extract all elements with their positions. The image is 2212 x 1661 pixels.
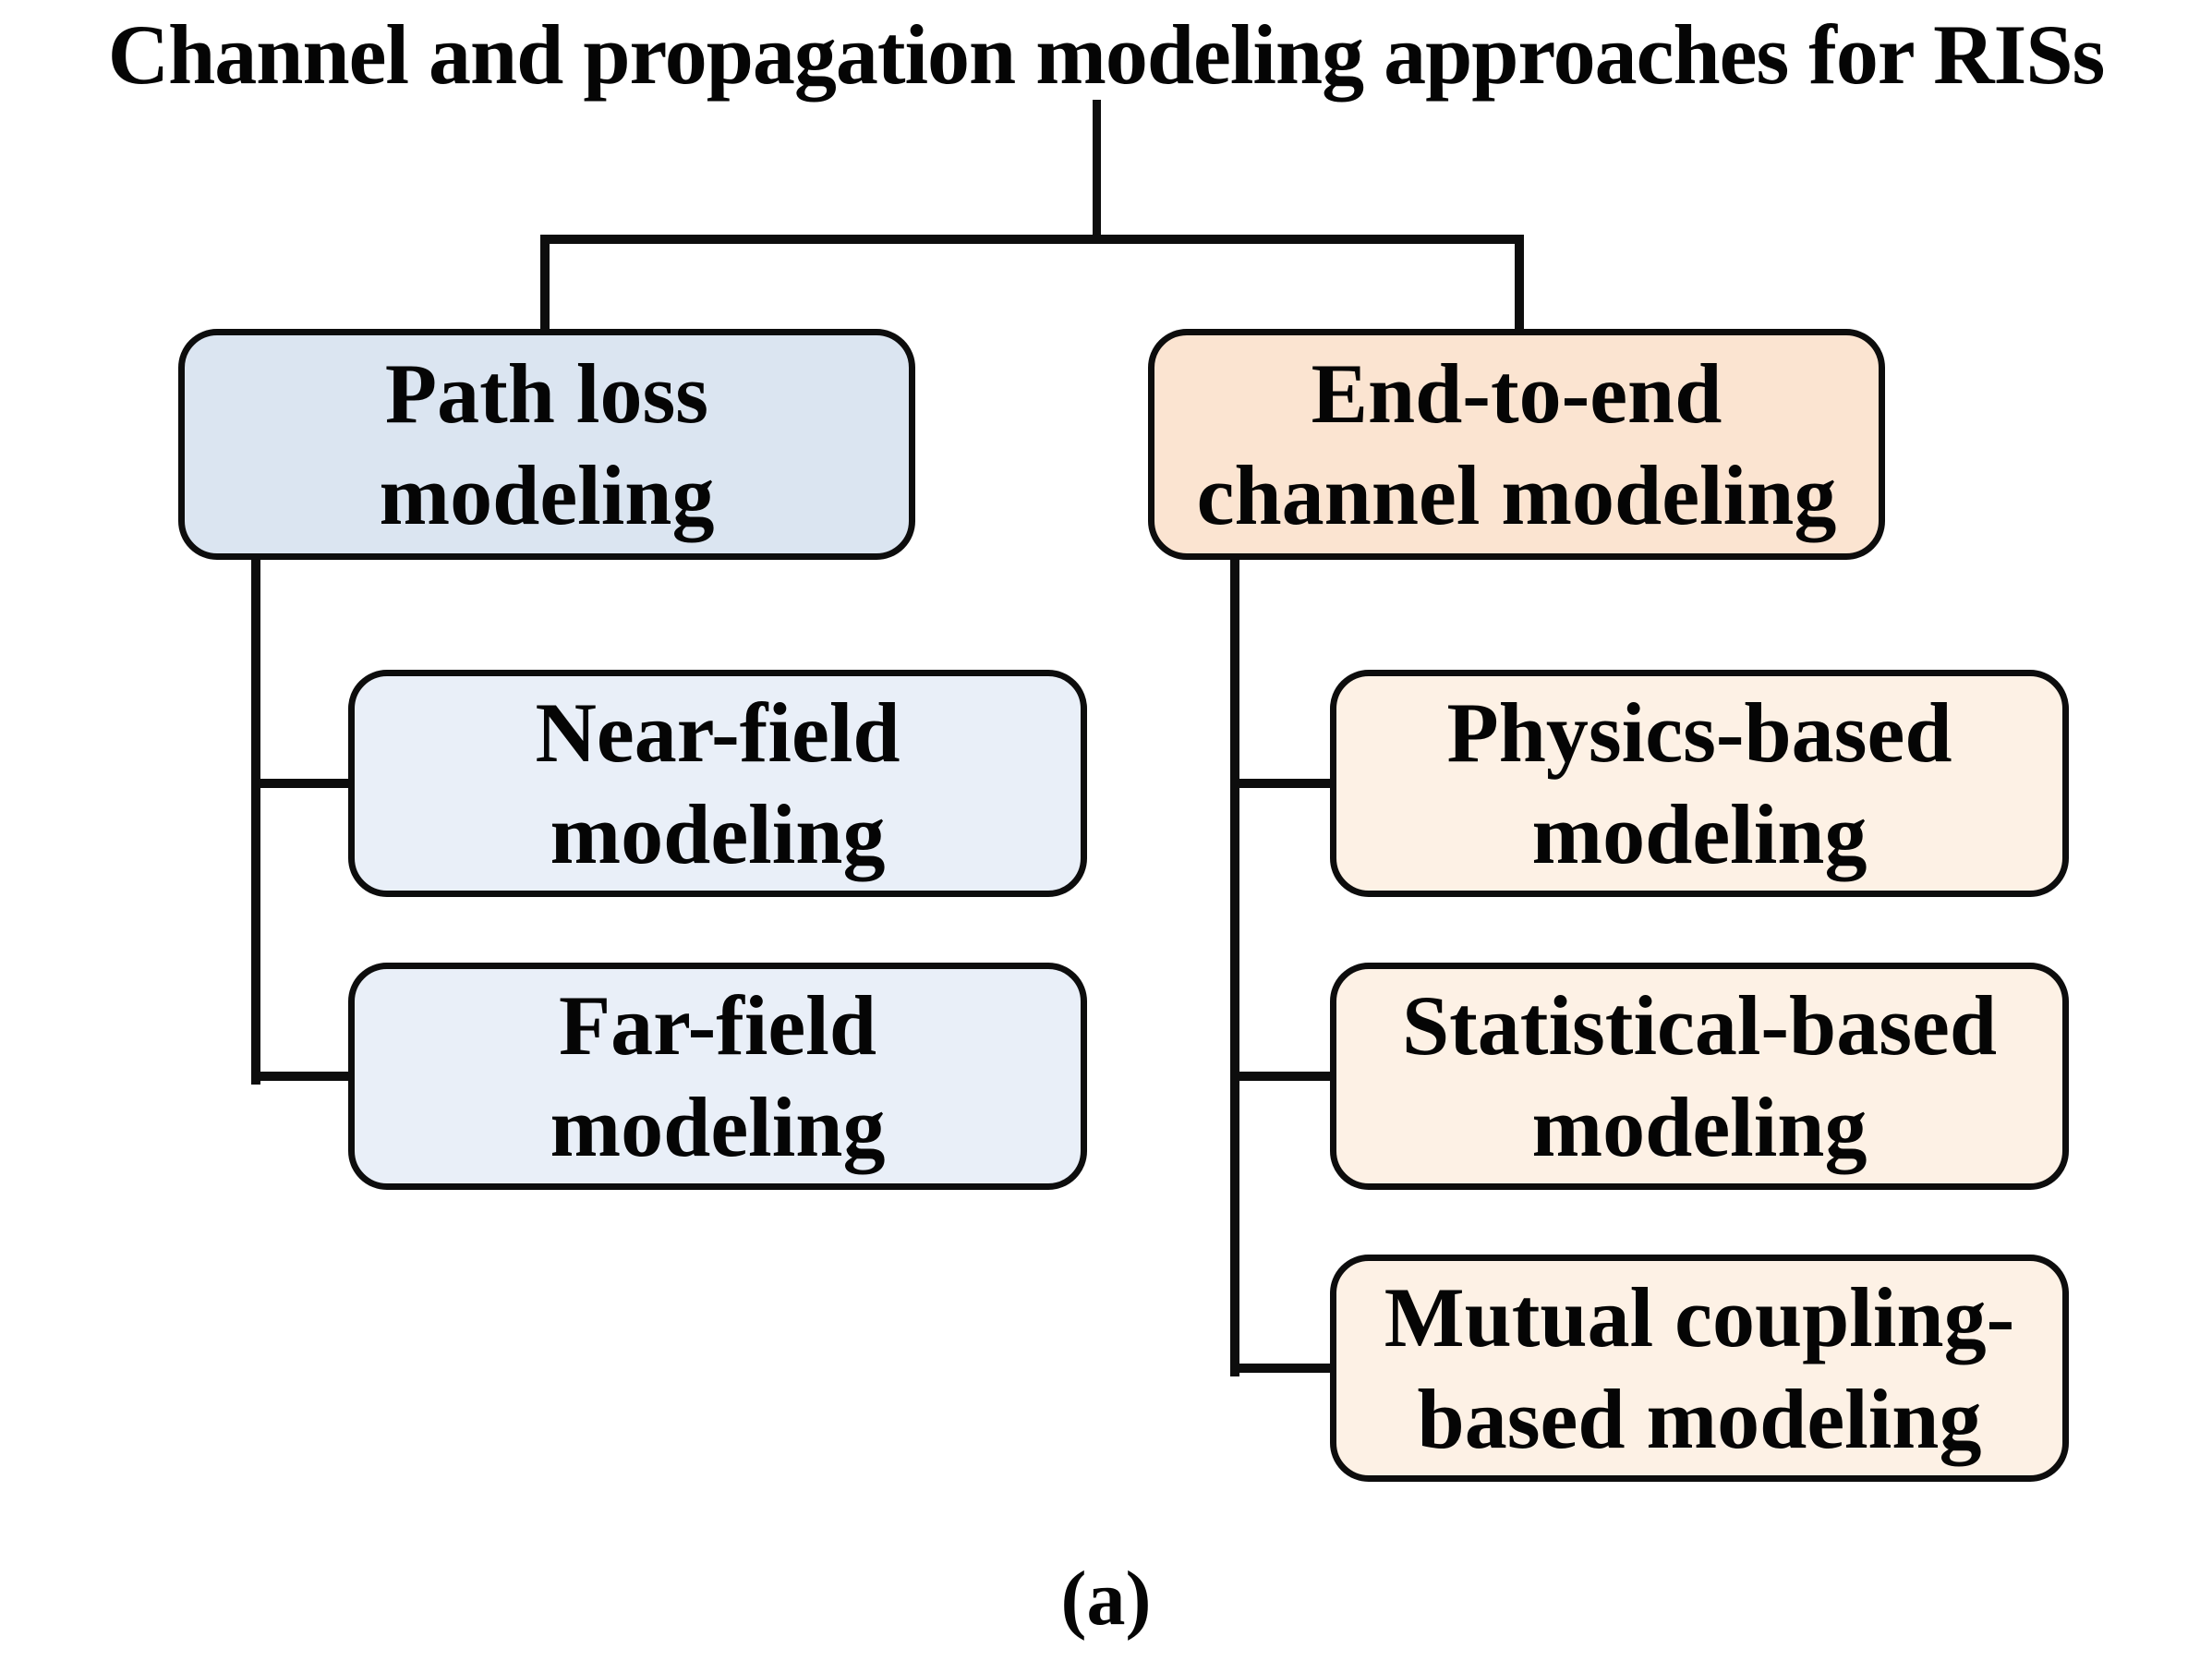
node-physics-based-modeling: Physics-based modeling: [1330, 670, 2069, 897]
connector-stub-physics: [1230, 779, 1336, 788]
node-mutual-coupling-based-modeling: Mutual coupling- based modeling: [1330, 1255, 2069, 1482]
node-label-line: modeling: [1531, 1080, 1868, 1174]
node-label-line: modeling: [379, 448, 715, 542]
connector-trunk-left: [251, 556, 260, 1085]
node-label-line: Near-field: [535, 685, 901, 780]
node-statistical-based-modeling: Statistical-based modeling: [1330, 963, 2069, 1190]
subfigure-caption: (a): [1060, 1556, 1152, 1642]
node-label-line: modeling: [550, 1080, 886, 1174]
connector-trunk-right: [1230, 556, 1239, 1376]
connector-drop-path-loss: [540, 235, 550, 334]
node-label-line: modeling: [1531, 787, 1868, 881]
node-path-loss-modeling: Path loss modeling: [178, 329, 915, 560]
node-label-line: Path loss: [384, 346, 709, 441]
node-label-line: Statistical-based: [1402, 977, 1997, 1073]
connector-stub-near-field: [251, 779, 357, 788]
connector-title-stem: [1093, 100, 1101, 240]
node-label-line: channel modeling: [1196, 448, 1837, 542]
connector-drop-end-to-end: [1515, 235, 1524, 334]
node-label-line: Mutual coupling-: [1384, 1269, 2015, 1364]
connector-top-bar: [540, 235, 1524, 244]
node-end-to-end-channel-modeling: End-to-end channel modeling: [1148, 329, 1885, 560]
connector-stub-statistical: [1230, 1072, 1336, 1081]
node-label-line: modeling: [550, 787, 886, 881]
connector-stub-far-field: [251, 1072, 357, 1081]
node-label-line: End-to-end: [1311, 346, 1722, 441]
node-label-line: Physics-based: [1446, 685, 1952, 780]
node-label-line: based modeling: [1417, 1372, 1982, 1466]
diagram-title: Channel and propagation modeling approac…: [107, 7, 2106, 102]
node-label-line: Far-field: [558, 977, 876, 1073]
node-far-field-modeling: Far-field modeling: [348, 963, 1087, 1190]
node-near-field-modeling: Near-field modeling: [348, 670, 1087, 897]
connector-stub-mutual-coupling: [1230, 1364, 1336, 1373]
